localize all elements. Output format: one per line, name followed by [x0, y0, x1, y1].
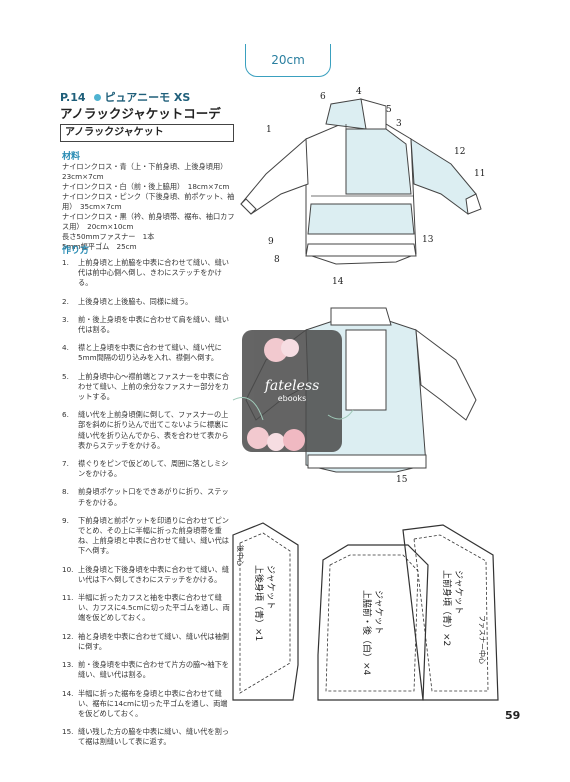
step-item: 7.襟ぐりをピンで仮どめして、周囲に落としミシンをかける。: [62, 459, 229, 479]
callout-5: 5: [386, 105, 392, 115]
step-item: 15.縫い残した方の脇を中表に縫い、縫い代を割って裾は割縫いして表に返す。: [62, 727, 229, 747]
pattern-side-part: 上脇前・後（白）×4: [361, 590, 373, 676]
pattern-back-bodice: [232, 522, 299, 701]
material-item: 5mm幅平ゴム 25cm: [62, 242, 137, 251]
callout-4: 4: [356, 87, 362, 97]
callout-14: 14: [332, 277, 344, 287]
step-item: 3.前・後上身頃を中表に合わせて肩を縫い、縫い代は割る。: [62, 314, 229, 335]
pattern-back-center: 後中心: [236, 545, 245, 566]
step-item: 4.襟と上身頃を中表に合わせて縫い、縫い代に5mm間隔の切り込みを入れ、襟側へ倒…: [62, 343, 222, 363]
callout-11: 11: [474, 169, 485, 179]
step-item: 9.下前身頃と前ポケットを印通りに合わせてピンでとめ、その上に半幅に折った前身頃…: [62, 515, 229, 556]
step-item: 10.上後身頃と下後身頃を中表に合わせて縫い、縫い代は下へ倒してきわにステッチを…: [62, 564, 229, 584]
pattern-side-name: ジャケット: [373, 590, 384, 635]
materials-list: ナイロンクロス・青（上・下前身頃、上後身頃用） 23cm×7cm ナイロンクロス…: [62, 162, 240, 252]
callout-6: 6: [320, 92, 326, 102]
item-title: アノラックジャケット: [60, 124, 234, 142]
callout-9: 9: [268, 237, 274, 247]
step-item: 13.前・後身頃を中表に合わせて片方の脇～袖下を縫い、縫い代は割る。: [62, 660, 229, 680]
size-tab: 20cm: [245, 44, 331, 77]
doll-name: ピュアニーモ XS: [104, 91, 191, 104]
pattern-front-center: ファスナー中心: [478, 615, 487, 664]
step-item: 12.袖と身頃を中表に合わせて縫い、縫い代は袖側に倒す。: [62, 631, 229, 651]
callout-15: 15: [396, 475, 408, 485]
page-title: アノラックジャケットコーデ: [60, 103, 230, 125]
pattern-front-name: ジャケット: [453, 570, 464, 615]
material-item: ナイロンクロス・黒（衿、前身頃帯、裾布、袖口カフス用） 20cm×10cm: [62, 212, 235, 231]
page-ref: P.14: [60, 91, 86, 104]
pattern-pieces: ジャケット 上後身頃（青）×1 後中心 ジャケット 上脇前・後（白）×4 ジャケ…: [232, 522, 499, 701]
flower-decoration: [232, 338, 354, 451]
pattern-front-bodice: [402, 524, 499, 701]
watermark-title: fateless: [264, 378, 320, 394]
page-number: 59: [505, 709, 521, 722]
step-item: 14.半幅に折った裾布を身頃と中表に合わせて縫い、裾布に14cmに切った平ゴムを…: [62, 688, 228, 718]
bullet-icon: [93, 94, 101, 101]
callout-12: 12: [454, 147, 465, 157]
step-item: 2.上後身頃と上後脇も、同様に縫う。: [62, 296, 193, 306]
pattern-back-part: 上後身頃（青）×1: [253, 565, 265, 641]
step-item: 5.上前身頃中心～襟前端とファスナーを中表に合わせて縫い、上前の余分なファスナー…: [62, 371, 229, 402]
steps-heading: 作り方: [62, 246, 90, 256]
callout-3: 3: [396, 119, 402, 129]
pattern-side: [317, 544, 429, 701]
callout-8: 8: [274, 255, 280, 265]
step-item: 11.半幅に折ったカフスと袖を中表に合わせて縫い、カフスに4.5cmに切った平ゴ…: [62, 593, 230, 623]
watermark-subtitle: ebooks: [277, 394, 307, 403]
size-label: 20cm: [271, 53, 305, 67]
material-item: ナイロンクロス・青（上・下前身頃、上後身頃用） 23cm×7cm: [62, 162, 231, 181]
header: P.14 ピュアニーモ XS: [60, 86, 230, 105]
callout-1: 1: [266, 125, 272, 135]
callout-13: 13: [422, 235, 434, 245]
pattern-front-part: 上前身頃（青）×2: [441, 570, 453, 646]
pattern-back-name: ジャケット: [265, 565, 276, 610]
step-item: 8.前身頃ポケット口をできあがりに折り、ステッチをかける。: [62, 487, 229, 507]
step-item: 6.縫い代を上前身頃側に倒して、ファスナーの上部を斜めに折り込んで出てこないよう…: [62, 410, 229, 450]
materials-heading: 材料: [62, 152, 81, 162]
material-item: 長さ50mmファスナー 1本: [62, 232, 155, 241]
material-item: ナイロンクロス・ピンク（下後身頃、前ポケット、袖用） 35cm×7cm: [62, 192, 235, 211]
step-item: 1.上前身頃と上前脇を中表に合わせて縫い、縫い代は前中心側へ倒し、きわにステッチ…: [62, 258, 229, 288]
material-item: ナイロンクロス・白（前・後上脇用） 18cm×7cm: [62, 182, 230, 191]
steps-list: 1.上前身頃と上前脇を中表に合わせて縫い、縫い代は前中心側へ倒し、きわにステッチ…: [62, 258, 234, 756]
jacket-front-illustration: 1 4 5 3 6 12 11 9 13 8 14: [240, 87, 485, 287]
